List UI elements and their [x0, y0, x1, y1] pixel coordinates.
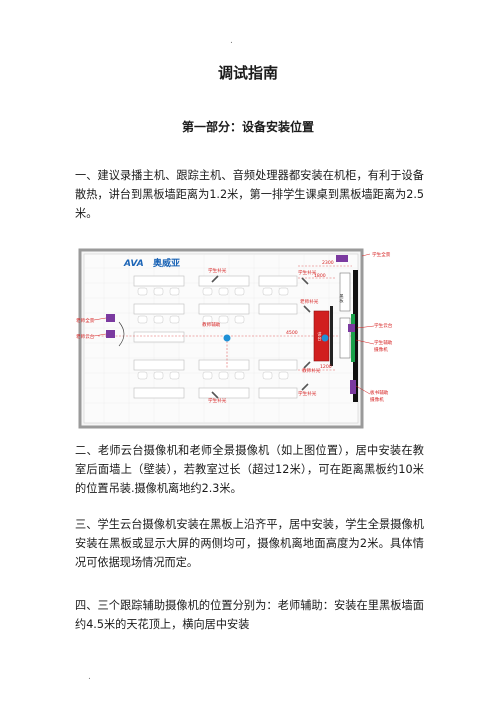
label-student-fill-a: 学生补光 [208, 267, 227, 274]
student-aux-camera [321, 334, 329, 342]
label-student-panorama: 学生全景 [372, 251, 391, 258]
label-student-aux-1: 学生辅助 [374, 339, 393, 346]
label-student-aux-2: 摄像机 [374, 346, 388, 353]
label-board-aux-1: 板书辅助 [370, 389, 389, 396]
paragraph-1: 一、建议录播主机、跟踪主机、音频处理器都安装在机柜，有利于设备散热，讲台到黑板墙… [75, 169, 424, 220]
blackboard [353, 270, 358, 402]
blackboard-label: 黑板 [339, 294, 345, 304]
logo-text: 奥威亚 [152, 257, 180, 269]
footer-dot: . [88, 672, 91, 682]
page-title: 调试指南 [217, 64, 278, 82]
student-panorama-camera [336, 255, 348, 262]
classroom-layout-diagram: AVA 奥威亚 [74, 248, 424, 429]
label-dist-4500: 4500 [286, 330, 298, 336]
label-teacher-fill-b: 教师补光 [302, 367, 321, 374]
teacher-aux-camera [223, 334, 231, 342]
label-student-ptz: 学生云台 [374, 322, 393, 329]
podium-support [330, 306, 333, 366]
board-green-strip [351, 314, 355, 362]
label-board-aux-2: 摄像机 [370, 396, 384, 403]
label-student-fill-d: 学生补光 [298, 390, 317, 397]
board-side-panel [339, 317, 351, 359]
label-dist-2300: 2300 [322, 260, 334, 266]
blackboard-panel [339, 272, 351, 312]
label-dist-1800: 1800 [314, 273, 326, 279]
ava-logo: AVA 奥威亚 [123, 257, 180, 269]
label-teacher-aux: 教师辅助 [202, 321, 221, 328]
paragraph-3: 三、学生云台摄像机安装在黑板上沿齐平，居中安装，学生全景摄像机安装在黑板或显示大… [75, 518, 424, 569]
leader-lines [93, 253, 375, 395]
teacher-panorama-camera [106, 314, 115, 322]
podium-label: 讲台 [318, 331, 323, 342]
header-dot: . [230, 36, 233, 46]
teacher-ptz-camera [106, 330, 115, 338]
board-aux-camera [350, 380, 356, 394]
label-teacher-ptz: 老师云台 [76, 333, 95, 340]
paragraph-2: 二、老师云台摄像机和老师全景摄像机（如上图位置），居中安装在教室后面墙上（壁装）… [75, 444, 424, 495]
label-student-fill-b: 学生补光 [208, 397, 227, 404]
student-desks [133, 275, 298, 399]
logo-mark: AVA [123, 259, 144, 269]
student-chairs [137, 287, 289, 380]
label-teacher-panorama: 老师全景 [76, 317, 95, 324]
fill-lights [211, 275, 311, 399]
paragraph-4: 四、三个跟踪辅助摄像机的位置分别为：老师辅助：安装在里黑板墙面约4.5米的天花顶… [75, 599, 424, 631]
section-heading: 第一部分：设备安装位置 [181, 120, 314, 134]
podium [313, 310, 330, 362]
label-student-fill-c: 学生补光 [298, 269, 317, 276]
teacher-ptz-arc [118, 321, 125, 347]
student-ptz-camera [348, 324, 355, 332]
label-teacher-fill-a: 老师补光 [300, 298, 319, 305]
label-dist-1200: 1200 [320, 364, 332, 370]
